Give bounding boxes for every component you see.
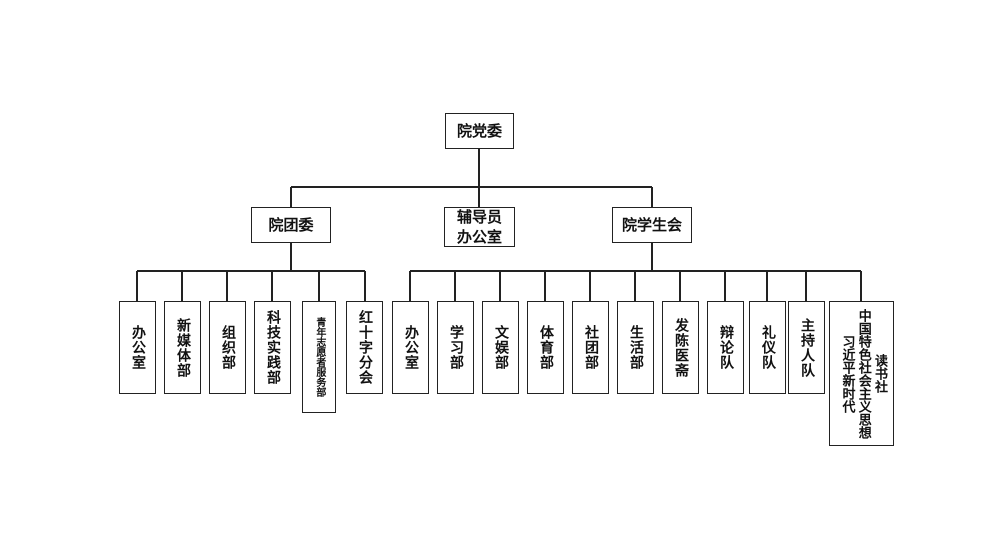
youth-child-tech-practice: 科技实践部 bbox=[254, 301, 291, 394]
youth-child-volunteer: 青年志愿者服务部 bbox=[302, 301, 336, 413]
youth-child-new-media: 新媒体部 bbox=[164, 301, 201, 394]
student-child-office: 办公室 bbox=[392, 301, 429, 394]
student-child-debate-team: 辩论队 bbox=[707, 301, 744, 394]
student-child-living: 生活部 bbox=[617, 301, 654, 394]
youth-child-red-cross: 红十字分会 bbox=[346, 301, 383, 394]
youth-child-office: 办公室 bbox=[119, 301, 156, 394]
student-child-study: 学习部 bbox=[437, 301, 474, 394]
student-child-reading-club: 读书社 中国特色社会主义思想 习近平新时代 bbox=[829, 301, 894, 446]
youth-child-organization: 组织部 bbox=[209, 301, 246, 394]
student-child-fachen-yizhai: 发陈医斋 bbox=[662, 301, 699, 394]
student-child-sports: 体育部 bbox=[527, 301, 564, 394]
student-child-entertainment: 文娱部 bbox=[482, 301, 519, 394]
student-child-etiquette-team: 礼仪队 bbox=[749, 301, 786, 394]
student-child-host-team: 主持人队 bbox=[788, 301, 825, 394]
node-counselor-office: 辅导员 办公室 bbox=[444, 207, 515, 247]
node-student-union: 院学生会 bbox=[612, 207, 692, 243]
node-party-committee: 院党委 bbox=[445, 113, 514, 149]
student-child-clubs: 社团部 bbox=[572, 301, 609, 394]
node-youth-league-committee: 院团委 bbox=[251, 207, 331, 243]
